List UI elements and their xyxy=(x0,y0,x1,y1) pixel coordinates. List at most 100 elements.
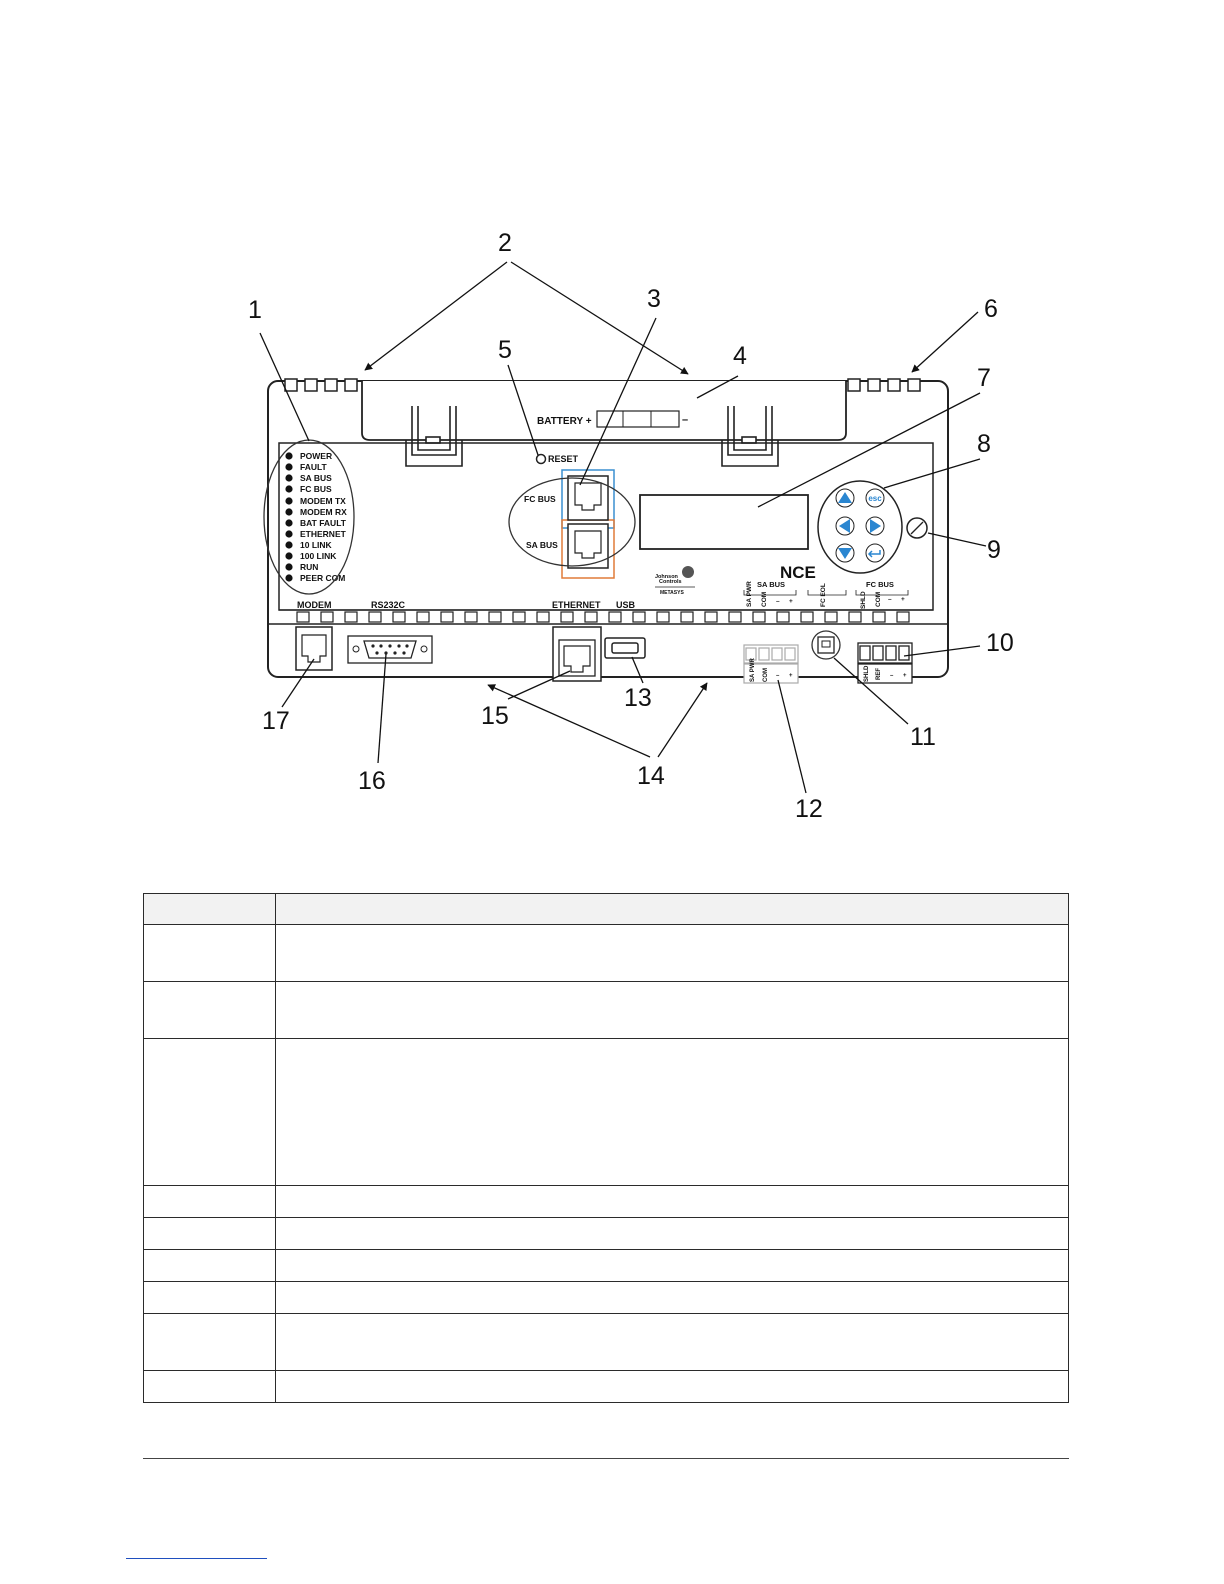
callout-number: 9 xyxy=(987,536,1001,564)
sa-bus-terminal-label: + xyxy=(789,598,793,605)
led-label: SA BUS xyxy=(300,473,332,483)
rs232c-port-label: RS232C xyxy=(371,600,406,610)
bottom-shld-label: SHLD xyxy=(864,665,870,682)
table-row xyxy=(143,1370,1069,1403)
rib-strip xyxy=(296,611,910,623)
fc-bus-jack-label: FC BUS xyxy=(524,494,556,504)
led-modem-tx xyxy=(285,497,293,505)
usb-port-label: USB xyxy=(616,600,636,610)
left-arrow-icon xyxy=(839,519,850,533)
lcd-display xyxy=(639,494,809,550)
reset-label: RESET xyxy=(548,454,579,464)
table-cell xyxy=(143,1185,276,1218)
ethernet-port-label: ETHERNET xyxy=(552,600,601,610)
led-label: FAULT xyxy=(300,462,328,472)
sa-bus-jack-label: SA BUS xyxy=(526,540,558,550)
led-label: RUN xyxy=(300,562,318,572)
callout-number: 15 xyxy=(481,702,509,730)
callout-number: 10 xyxy=(986,629,1014,657)
esc-label: esc xyxy=(868,494,882,503)
battery-cell xyxy=(596,410,680,428)
bottom-sa-pwr-label: SA PWR xyxy=(750,658,756,682)
usb-port xyxy=(604,637,646,659)
led-sa-bus xyxy=(285,474,293,482)
callout-number: 11 xyxy=(910,723,936,751)
model-name: NCE xyxy=(780,563,816,582)
component-table xyxy=(143,893,1069,1403)
table-cell xyxy=(275,1217,1069,1250)
table-row xyxy=(143,1249,1069,1282)
table-cell xyxy=(275,1185,1069,1218)
table-cell xyxy=(143,1313,276,1371)
svg-text:METASYS: METASYS xyxy=(660,590,684,596)
table-row xyxy=(143,1217,1069,1250)
led-label: MODEM TX xyxy=(300,496,346,506)
led-bat-fault xyxy=(285,519,293,527)
callout-number: 1 xyxy=(248,296,262,324)
eol-switch xyxy=(817,636,835,654)
callout-number: 12 xyxy=(795,795,823,823)
keypad-outline xyxy=(817,480,903,574)
johnson-controls-logo: Johnson Controls METASYS xyxy=(655,566,695,596)
rs232c-port xyxy=(363,640,417,659)
svg-text:Johnson: Johnson xyxy=(655,574,679,580)
led-10-link xyxy=(285,541,293,549)
led-fc-bus xyxy=(285,485,293,493)
callout-number: 2 xyxy=(498,229,512,257)
top-vent-tabs xyxy=(284,378,921,392)
table-cell xyxy=(143,924,276,982)
left-latch xyxy=(405,406,463,467)
table-header-cell xyxy=(143,893,276,925)
sa-bus-terminal-block xyxy=(743,644,799,684)
table-cell xyxy=(143,981,276,1039)
fc-bus-terminal-label: COM xyxy=(875,592,882,607)
down-arrow-icon xyxy=(838,548,852,559)
led-label: POWER xyxy=(300,451,332,461)
led-ethernet xyxy=(285,530,293,538)
bottom-com-label: COM xyxy=(763,668,769,682)
modem-port-label: MODEM xyxy=(297,600,332,610)
bottom-minus-label: – xyxy=(776,673,780,679)
bottom-minus-label: – xyxy=(890,673,894,679)
callout-number: 17 xyxy=(262,707,290,735)
footer-link-underline[interactable] xyxy=(126,1558,267,1559)
battery-minus: – xyxy=(682,414,688,426)
callout-number: 4 xyxy=(733,342,747,370)
table-cell xyxy=(275,1249,1069,1282)
table-cell xyxy=(143,1249,276,1282)
table-cell xyxy=(143,1038,276,1186)
table-row xyxy=(143,981,1069,1039)
led-power xyxy=(285,452,293,460)
led-peer-com xyxy=(285,574,293,582)
esc-key xyxy=(865,488,885,508)
led-fault xyxy=(285,463,293,471)
bottom-plus-label: + xyxy=(903,673,907,679)
enter-icon xyxy=(867,550,881,558)
status-leds: POWER FAULT SA BUS FC BUS MODEM TX MODEM… xyxy=(285,451,347,583)
sa-bus-terminal-title: SA BUS xyxy=(757,580,785,589)
led-label: 100 LINK xyxy=(300,551,337,561)
callout-number: 5 xyxy=(498,336,512,364)
nce-controller-diagram: BATTERY + – RESET POWER FAULT SA BUS xyxy=(248,229,1014,823)
led-label: BAT FAULT xyxy=(300,518,347,528)
reset-button xyxy=(535,453,547,465)
fc-bus-terminal-label: + xyxy=(901,596,905,603)
table-cell xyxy=(143,1370,276,1403)
callout-number: 6 xyxy=(984,295,998,323)
led-100-link xyxy=(285,552,293,560)
table-cell xyxy=(275,924,1069,982)
led-label: PEER COM xyxy=(300,573,345,583)
fc-bus-terminal-label: – xyxy=(888,596,892,603)
fc-bus-terminal-block xyxy=(857,642,913,684)
fc-bus-terminal-title: FC BUS xyxy=(866,580,894,589)
table-row xyxy=(143,1313,1069,1371)
sa-bus-terminal-label: SA PWR xyxy=(746,581,753,607)
table-header-cell xyxy=(275,893,1069,925)
callout-number: 3 xyxy=(647,285,661,313)
svg-text:Controls: Controls xyxy=(659,579,682,585)
led-label: FC BUS xyxy=(300,484,332,494)
right-arrow-icon xyxy=(870,519,881,533)
table-cell xyxy=(143,1281,276,1314)
callout-number: 8 xyxy=(977,430,991,458)
callout-number: 16 xyxy=(358,767,386,795)
